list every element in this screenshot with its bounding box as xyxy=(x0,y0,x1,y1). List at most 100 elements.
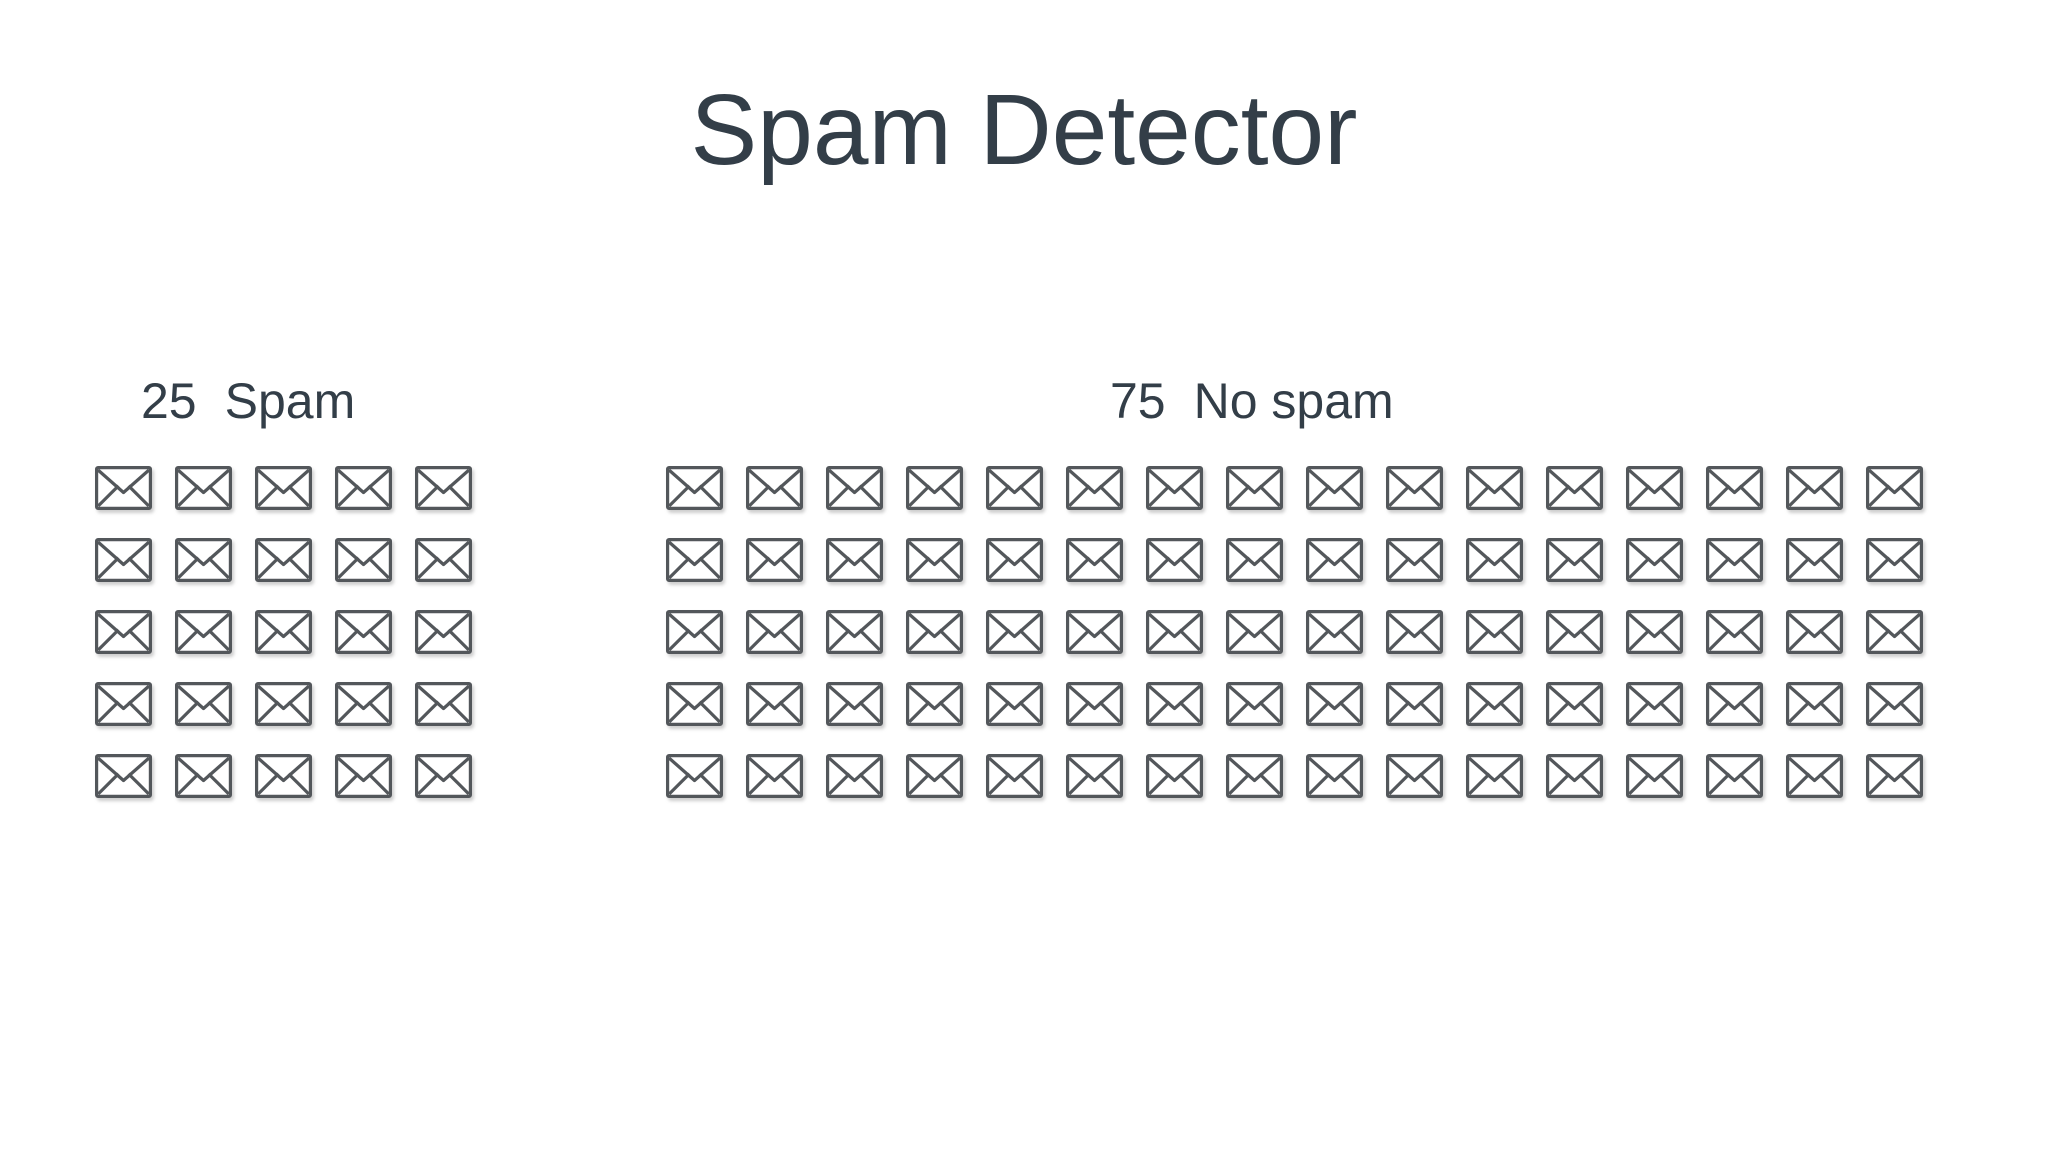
envelope-icon xyxy=(1066,466,1123,510)
envelope-icon xyxy=(1226,610,1283,654)
envelope-icon xyxy=(746,466,803,510)
envelope-icon xyxy=(1626,754,1683,798)
no-spam-label-text: No spam xyxy=(1193,373,1394,429)
envelope-icon xyxy=(1786,466,1843,510)
envelope-icon xyxy=(746,538,803,582)
envelope-icon xyxy=(175,682,232,726)
envelope-icon xyxy=(95,466,152,510)
envelope-icon xyxy=(1706,466,1763,510)
envelope-icon xyxy=(1386,610,1443,654)
envelope-icon xyxy=(1386,754,1443,798)
envelope-icon xyxy=(415,538,472,582)
envelope-icon xyxy=(1466,466,1523,510)
envelope-icon xyxy=(666,538,723,582)
envelope-icon xyxy=(255,466,312,510)
envelope-icon xyxy=(1546,466,1603,510)
envelope-icon xyxy=(666,466,723,510)
envelope-icon xyxy=(1386,538,1443,582)
envelope-icon xyxy=(95,610,152,654)
envelope-icon xyxy=(986,538,1043,582)
envelope-icon xyxy=(415,754,472,798)
envelope-icon xyxy=(746,754,803,798)
envelope-icon xyxy=(1626,466,1683,510)
envelope-icon xyxy=(1226,466,1283,510)
spam-label-text: Spam xyxy=(224,373,356,429)
envelope-icon xyxy=(986,754,1043,798)
envelope-icon xyxy=(255,538,312,582)
envelope-icon xyxy=(335,682,392,726)
envelope-icon xyxy=(1306,682,1363,726)
envelope-icon xyxy=(986,682,1043,726)
envelope-icon xyxy=(1146,466,1203,510)
envelope-icon xyxy=(1866,754,1923,798)
envelope-icon xyxy=(175,610,232,654)
envelope-icon xyxy=(1546,538,1603,582)
envelope-icon xyxy=(1866,538,1923,582)
spam-count: 25 xyxy=(141,373,197,429)
envelope-icon xyxy=(666,754,723,798)
envelope-icon xyxy=(415,682,472,726)
envelope-icon xyxy=(826,466,883,510)
envelope-icon xyxy=(746,610,803,654)
envelope-icon xyxy=(1066,610,1123,654)
envelope-icon xyxy=(1866,682,1923,726)
envelope-icon xyxy=(1466,682,1523,726)
envelope-icon xyxy=(826,610,883,654)
envelope-icon xyxy=(1786,682,1843,726)
envelope-icon xyxy=(746,682,803,726)
envelope-icon xyxy=(95,682,152,726)
envelope-icon xyxy=(335,754,392,798)
spam-group-label: 25 Spam xyxy=(141,376,472,426)
spam-icon-grid xyxy=(95,466,472,798)
envelope-icon xyxy=(175,754,232,798)
envelope-icon xyxy=(1306,754,1363,798)
envelope-icon xyxy=(1626,538,1683,582)
envelope-icon xyxy=(1706,610,1763,654)
envelope-icon xyxy=(1306,610,1363,654)
envelope-icon xyxy=(1866,610,1923,654)
envelope-icon xyxy=(415,610,472,654)
envelope-icon xyxy=(1706,538,1763,582)
envelope-icon xyxy=(255,610,312,654)
envelope-icon xyxy=(906,538,963,582)
envelope-icon xyxy=(255,682,312,726)
envelope-icon xyxy=(1386,466,1443,510)
envelope-icon xyxy=(335,538,392,582)
envelope-icon xyxy=(255,754,312,798)
envelope-icon xyxy=(1306,538,1363,582)
envelope-icon xyxy=(1146,754,1203,798)
envelope-icon xyxy=(1626,682,1683,726)
envelope-icon xyxy=(1306,466,1363,510)
envelope-icon xyxy=(666,682,723,726)
envelope-icon xyxy=(1466,538,1523,582)
envelope-icon xyxy=(826,754,883,798)
envelope-icon xyxy=(1546,610,1603,654)
envelope-icon xyxy=(1066,538,1123,582)
envelope-icon xyxy=(906,682,963,726)
envelope-icon xyxy=(906,754,963,798)
envelope-icon xyxy=(1546,682,1603,726)
envelope-icon xyxy=(826,538,883,582)
envelope-icon xyxy=(1866,466,1923,510)
spam-group: 25 Spam xyxy=(95,376,472,798)
page-title: Spam Detector xyxy=(690,74,1358,186)
no-spam-icon-grid xyxy=(666,466,1923,798)
envelope-icon xyxy=(1226,538,1283,582)
envelope-icon xyxy=(1626,610,1683,654)
envelope-icon xyxy=(175,466,232,510)
envelope-icon xyxy=(415,466,472,510)
no-spam-group-label: 75 No spam xyxy=(1110,376,1923,426)
envelope-icon xyxy=(1466,754,1523,798)
envelope-icon xyxy=(1786,610,1843,654)
envelope-icon xyxy=(1066,682,1123,726)
envelope-icon xyxy=(95,754,152,798)
envelope-icon xyxy=(986,610,1043,654)
no-spam-group: 75 No spam xyxy=(666,376,1923,798)
envelope-icon xyxy=(1066,754,1123,798)
envelope-icon xyxy=(95,538,152,582)
envelope-icon xyxy=(906,466,963,510)
envelope-icon xyxy=(1786,754,1843,798)
envelope-icon xyxy=(1786,538,1843,582)
no-spam-count: 75 xyxy=(1110,373,1166,429)
envelope-icon xyxy=(335,610,392,654)
